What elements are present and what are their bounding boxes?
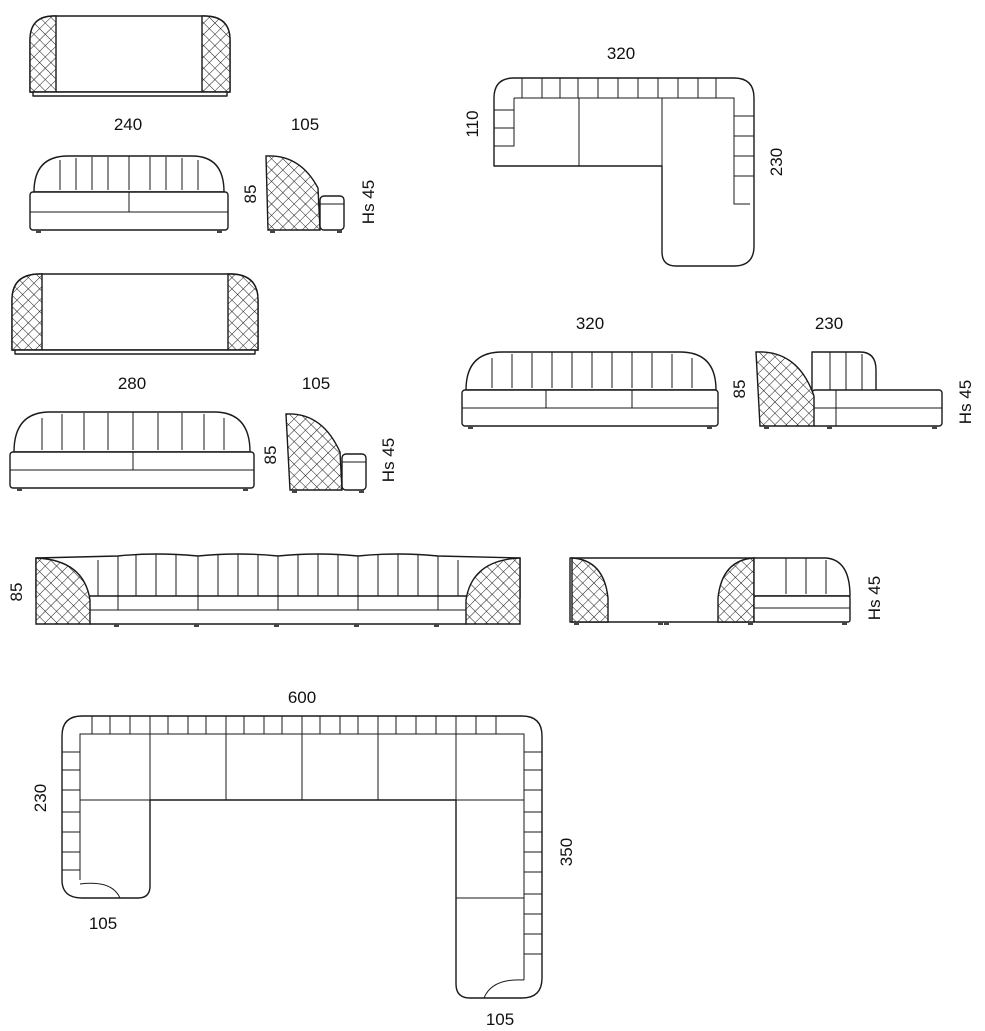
dim-sofa240-height: 85 [241,185,260,204]
dim-sofa280-width: 280 [118,374,146,393]
dim-u-left: 230 [31,784,50,812]
dim-u-width: 600 [288,688,316,707]
chaise-side-view [755,351,943,429]
dim-sofa240-seat-height: Hs 45 [359,180,378,224]
dim-corner-front-width: 320 [576,314,604,333]
dim-u-bottom-right: 105 [486,1010,514,1029]
dim-sofa280-seat-height: Hs 45 [379,438,398,482]
dim-sofa280-height: 85 [261,446,280,465]
backrest-channel-lines [41,412,225,450]
dim-sofa280-depth: 105 [302,374,330,393]
u-shaped-sofa-top-plan [61,715,543,999]
dim-chaise-depth: 230 [815,314,843,333]
backrest-channel-lines [97,554,459,596]
sofa-240-side-view [265,155,345,233]
dim-u-right: 350 [557,838,576,866]
large-sofa-side-view [569,557,851,625]
sofa-280-side-view [285,413,367,493]
dim-large-side-seat-height: Hs 45 [865,576,884,620]
backrest-channel-lines [491,352,693,388]
dim-u-bottom-left: 105 [89,914,117,933]
backrest-segments [494,78,754,177]
dim-corner-side: 230 [767,148,786,176]
dim-sofa240-depth: 105 [291,115,319,134]
backrest-segments [62,716,542,955]
sofa-280-front-view [9,411,255,491]
dim-corner-width: 320 [607,44,635,63]
dim-large-front-height: 85 [7,583,26,602]
backrest-channel-lines [59,156,199,190]
dim-chaise-seat-height: Hs 45 [956,380,975,424]
sofa-280-top-view [11,273,259,355]
corner-sofa-front-view [461,351,719,429]
sofa-240-front-view [29,155,229,233]
dim-corner-front-height: 85 [730,380,749,399]
corner-sofa-top-plan [493,77,755,267]
dim-sofa240-width: 240 [114,115,142,134]
large-sofa-front-view [35,553,521,627]
sofa-240-top-view [29,15,231,97]
dim-corner-depth: 110 [463,110,482,137]
